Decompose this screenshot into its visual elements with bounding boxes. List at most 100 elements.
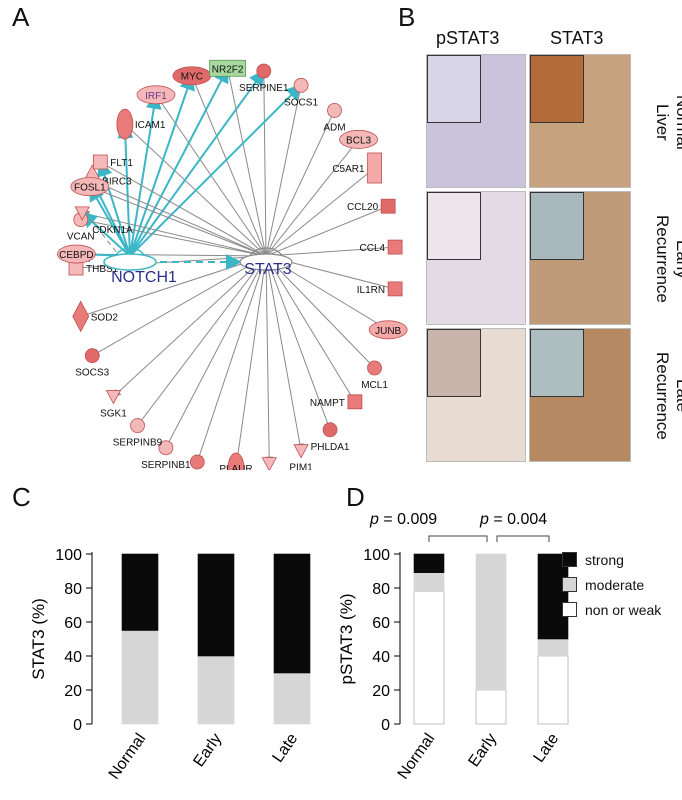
network-node: SOCS1 <box>284 77 318 108</box>
edge-stat3 <box>165 255 267 449</box>
edge-stat3 <box>265 255 332 431</box>
node-label: NR2F2 <box>212 64 244 75</box>
node-shape <box>227 452 245 470</box>
edge-stat3 <box>259 70 268 257</box>
network-node: JUNB <box>368 320 408 340</box>
node-shape <box>256 63 272 79</box>
edge-notch1 <box>96 160 131 257</box>
network-node: MYC <box>172 66 212 86</box>
network-node: PHLDA1 <box>311 422 350 453</box>
edge-stat3 <box>265 243 397 257</box>
column-header-pstat3: pSTAT3 <box>436 28 500 48</box>
edge-stat3 <box>265 255 304 452</box>
node-label: BCL3 <box>346 135 371 146</box>
ihc-image-pstat3-normal <box>426 54 526 188</box>
node-label: SOCS1 <box>284 97 318 108</box>
node-label: VCAN <box>67 232 95 243</box>
edge-stat3 <box>265 84 304 257</box>
y-tick-label: 40 <box>64 649 82 666</box>
bar-segment <box>273 553 311 674</box>
node-label: PLAUR <box>219 464 252 470</box>
x-tick-label: Late <box>269 730 301 765</box>
hub-shape-notch1 <box>103 253 157 271</box>
ihc-inset <box>530 55 584 123</box>
node-shape <box>339 130 378 149</box>
node-shape <box>209 59 247 77</box>
network-node: IRF1 <box>136 85 176 105</box>
node-label: ADM <box>323 122 345 133</box>
significance-bracket <box>496 535 550 542</box>
hub-label-notch1: NOTCH1 <box>111 269 177 286</box>
ihc-image-pstat3-early <box>426 191 526 325</box>
node-shape <box>387 239 403 255</box>
node-shape <box>368 320 408 340</box>
node-shape <box>293 77 309 93</box>
node-shape <box>84 348 100 364</box>
hub-shape-stat3 <box>239 253 293 271</box>
edge-stat3 <box>265 167 376 257</box>
network-node: SOCS3 <box>75 348 110 379</box>
edge-notch1 <box>129 66 229 257</box>
x-tick-label: Early <box>465 731 500 771</box>
edge-stat3 <box>91 179 267 257</box>
bar-segment <box>413 591 445 725</box>
node-shape <box>347 394 363 410</box>
bar-segment <box>413 572 445 592</box>
ihc-image-stat3-late <box>529 328 631 462</box>
edge-notch1 <box>129 69 265 257</box>
network-node: FOSL1 <box>70 177 110 197</box>
panel-label-b: B <box>398 2 416 32</box>
node-label: SOCS3 <box>75 368 109 379</box>
x-tick-label: Late <box>530 730 562 765</box>
y-axis-label: pSTAT3 (%) <box>337 594 356 685</box>
edge-stat3 <box>88 185 267 257</box>
ihc-image-stat3-normal <box>529 54 631 188</box>
y-axis-label: STAT3 (%) <box>29 598 48 680</box>
column-header-stat3: STAT3 <box>550 28 604 48</box>
node-shape <box>387 281 403 297</box>
edge-stat3 <box>233 255 267 469</box>
bar-segment <box>413 553 445 574</box>
network-node: CCL20 <box>347 198 396 214</box>
network-node: MCL1 <box>361 360 388 391</box>
bar-segment <box>537 638 569 657</box>
node-label: SGK1 <box>100 409 127 420</box>
node-label: CCL4 <box>360 243 386 254</box>
y-tick-label: 80 <box>372 581 390 598</box>
y-tick-label: 0 <box>73 717 82 734</box>
node-label: PIM1 <box>289 463 313 470</box>
edge-stat3 <box>225 67 267 257</box>
p-value-label: p = 0.009 <box>369 511 437 528</box>
edge-stat3 <box>112 255 267 398</box>
y-tick-label: 0 <box>381 717 390 734</box>
network-node: SERPINE1 <box>239 63 289 94</box>
network-node: FLT1 <box>92 154 133 170</box>
network-node: NR2F2 <box>209 59 247 77</box>
node-label: ICAM1 <box>135 120 166 131</box>
node-label: IRF1 <box>145 91 167 102</box>
y-tick-label: 20 <box>372 683 390 700</box>
node-label: CCL20 <box>347 202 379 213</box>
ihc-image-pstat3-late <box>426 328 526 462</box>
edge-stat3 <box>265 255 376 369</box>
bar-segment <box>273 672 311 725</box>
node-shape <box>72 300 90 333</box>
edge-stat3 <box>265 255 356 403</box>
node-label: PHLDA1 <box>311 442 350 453</box>
bar-segment <box>537 553 569 640</box>
network-node: CCL4 <box>360 239 403 255</box>
edge-stat3 <box>265 138 360 257</box>
node-label: NAMPT <box>310 398 345 409</box>
edge-stat3 <box>99 161 267 257</box>
network-node: RALGDS <box>189 454 205 470</box>
node-shape <box>367 152 382 184</box>
edge-notch1 <box>88 184 131 257</box>
edge-stat3 <box>91 255 267 357</box>
node-label: C5AR1 <box>332 164 365 175</box>
node-label: BIRC3 <box>102 176 132 187</box>
node-shape <box>56 244 96 264</box>
edge-stat3 <box>190 74 267 257</box>
edge-notch1 <box>129 73 195 257</box>
